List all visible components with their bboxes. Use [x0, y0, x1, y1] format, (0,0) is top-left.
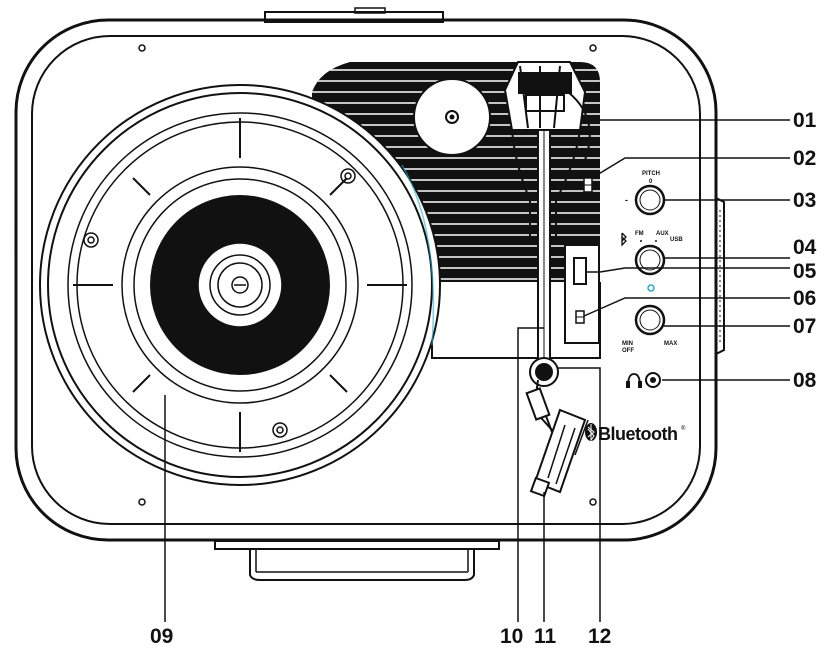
pitch-control-knob[interactable]: [634, 184, 666, 216]
headshell-cartridge[interactable]: [525, 387, 589, 498]
function-selector-knob[interactable]: [634, 244, 666, 276]
callout-01: 01: [793, 109, 817, 132]
pitch-minus-label: -: [625, 195, 628, 205]
usb-port[interactable]: [573, 257, 587, 285]
screw: [589, 44, 597, 52]
callout-09: 09: [150, 625, 173, 648]
callout-08: 08: [793, 369, 817, 392]
tonearm[interactable]: [503, 61, 591, 361]
screw: [138, 44, 146, 52]
bluetooth-wordmark: Bluetooth: [598, 424, 677, 444]
min-label: MIN: [622, 341, 633, 347]
off-label: OFF: [622, 348, 634, 354]
led-indicator-icon: [647, 284, 655, 292]
top-hinge: [264, 11, 444, 23]
top-hinge-tab: [354, 7, 386, 14]
callout-04: 04: [793, 236, 817, 259]
callout-11: 11: [534, 625, 557, 648]
max-label: MAX: [664, 341, 677, 347]
headphone-jack-icon[interactable]: [645, 372, 661, 388]
callout-12: 12: [588, 625, 611, 648]
bluetooth-icon: [585, 423, 597, 442]
callout-05: 05: [793, 260, 817, 283]
callout-06: 06: [793, 287, 816, 310]
leader-lines: [164, 119, 790, 622]
headphone-icon: [626, 373, 642, 388]
registered-mark: ®: [681, 425, 686, 432]
aux-label: AUX: [656, 231, 669, 237]
turntable-platter[interactable]: [39, 84, 441, 486]
bluetooth-icon: [621, 232, 627, 247]
pitch-label: PITCH: [642, 171, 660, 177]
bluetooth-logo: Bluetooth ®: [585, 423, 686, 444]
callout-10: 10: [500, 625, 523, 648]
screw: [138, 498, 146, 506]
fm-label: FM: [635, 231, 644, 237]
callout-02: 02: [793, 147, 816, 170]
carry-handle[interactable]: [214, 540, 500, 581]
callout-07: 07: [793, 315, 816, 338]
usb-label: USB: [670, 237, 683, 243]
volume-knob[interactable]: [634, 304, 666, 336]
screw: [589, 498, 597, 506]
callout-03: 03: [793, 189, 816, 212]
case-inner: [31, 35, 701, 525]
pitch-zero-label: 0: [649, 179, 653, 185]
